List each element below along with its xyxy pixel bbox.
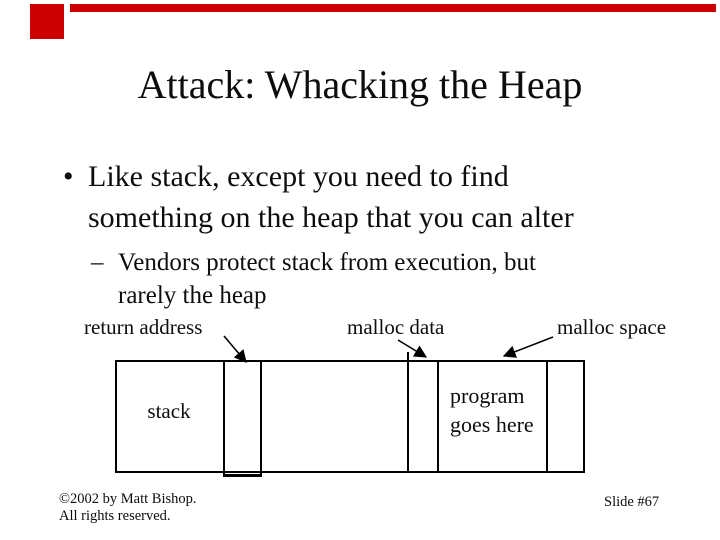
footer-copyright: ©2002 by Matt Bishop. All rights reserve…: [59, 491, 197, 525]
program-cell-label: program goes here: [450, 381, 550, 439]
return-address-arrow: [223, 335, 247, 363]
label-return-address: return address: [84, 315, 203, 339]
return-address-cell: [223, 360, 262, 477]
program-cell-line-1: program: [450, 383, 525, 408]
program-cell-right-line: [546, 360, 548, 473]
bullet-line-1: Like stack, except you need to find: [88, 160, 509, 193]
stack-cell-label: stack: [147, 399, 191, 423]
bullet-text: Like stack, except you need to find some…: [88, 156, 574, 238]
label-malloc-data: malloc data: [347, 315, 445, 339]
bullet-marker: •: [63, 160, 74, 193]
bullet-line-2: something on the heap that you can alter: [88, 201, 574, 234]
label-malloc-space: malloc space: [557, 315, 667, 339]
footer-slide-number: Slide #67: [604, 494, 660, 510]
program-cell-line-2: goes here: [450, 412, 534, 437]
sub-bullet-line-1: Vendors protect stack from execution, bu…: [118, 249, 536, 276]
header-accent-bar: [70, 4, 716, 12]
header-accent-square: [30, 4, 64, 39]
copyright-line-1: ©2002 by Matt Bishop.: [59, 491, 197, 507]
sub-bullet-marker: –: [91, 249, 104, 276]
malloc-space-arrow: [502, 336, 554, 358]
malloc-data-arrow: [397, 339, 428, 358]
memory-box: [115, 360, 585, 473]
slide-title: Attack: Whacking the Heap: [137, 62, 583, 107]
copyright-line-2: All rights reserved.: [59, 508, 171, 524]
sub-bullet-text: Vendors protect stack from execution, bu…: [118, 246, 536, 312]
sub-bullet-line-2: rarely the heap: [118, 282, 267, 309]
malloc-data-cell-right-line: [437, 360, 439, 473]
malloc-data-cell-left-line: [407, 352, 409, 472]
bullet-item: • Like stack, except you need to find so…: [63, 156, 574, 238]
sub-bullet-item: – Vendors protect stack from execution, …: [91, 246, 536, 312]
